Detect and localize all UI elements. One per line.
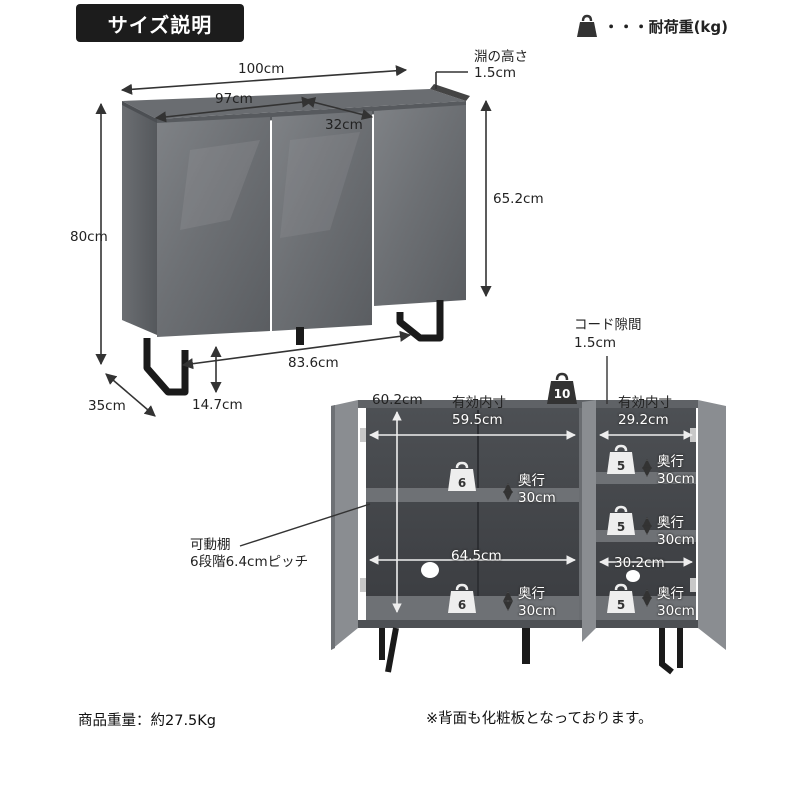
- right-inner-value: 29.2cm: [618, 412, 669, 428]
- depth-value: 30cm: [657, 603, 695, 619]
- depth-title: 奥行: [657, 515, 684, 531]
- shelf-load-value: 6: [457, 476, 467, 490]
- shelf-load-value: 6: [457, 598, 467, 612]
- depth-title: 奥行: [518, 586, 545, 602]
- closed-cabinet: [122, 84, 470, 396]
- dimension-lines-exterior: [239, 356, 652, 611]
- top-load-value: 10: [553, 387, 571, 401]
- back-panel-note: ※背面も化粧板となっております。: [426, 711, 653, 727]
- leg-height-label: 14.7cm: [192, 397, 243, 413]
- depth-title: 奥行: [518, 473, 545, 489]
- left-inner-value: 59.5cm: [452, 412, 503, 428]
- cord-gap-value: 1.5cm: [574, 335, 617, 351]
- product-weight: 商品重量：約27.5Kg: [78, 713, 216, 729]
- width-label: 100cm: [238, 61, 285, 77]
- shelf-load-value: 5: [616, 459, 626, 473]
- right-inner-title: 有効内寸: [618, 395, 672, 411]
- shelf-note-title: 可動棚: [190, 537, 231, 553]
- left-inner-title: 有効内寸: [452, 395, 506, 411]
- section-title: サイズ説明: [76, 4, 244, 42]
- rim-height-value: 1.5cm: [474, 65, 517, 81]
- inner-width-label: 97cm: [215, 91, 253, 107]
- weight-icon: [448, 583, 476, 613]
- depth-label: 35cm: [88, 398, 126, 414]
- dimension-lines-top: [95, 65, 492, 417]
- body-height-label: 65.2cm: [493, 191, 544, 207]
- depth-value: 30cm: [657, 532, 695, 548]
- total-height-label: 80cm: [70, 229, 108, 245]
- weight-icon: [607, 583, 635, 613]
- depth-value: 30cm: [518, 490, 556, 506]
- load-legend: ・・・耐荷重(kg): [576, 14, 728, 38]
- cord-gap-title: コード隙間: [574, 317, 642, 333]
- weight-icon: [448, 461, 476, 491]
- depth-title: 奥行: [657, 454, 684, 470]
- legend-label: ・・・耐荷重(kg): [603, 17, 728, 36]
- shelf-load-value: 5: [616, 520, 626, 534]
- left-outer-width: 60.2cm: [372, 392, 423, 408]
- load-icons: [448, 372, 635, 613]
- weight-icon: [547, 372, 577, 404]
- shelf-note-detail: 6段階6.4cmピッチ: [190, 554, 309, 570]
- weight-icon: [607, 444, 635, 474]
- depth-title: 奥行: [657, 586, 684, 602]
- dimension-lines-interior: [369, 411, 693, 613]
- weight-icon: [576, 14, 598, 38]
- left-lower-width: 64.5cm: [451, 548, 502, 564]
- right-lower-width: 30.2cm: [614, 555, 665, 571]
- rim-height-title: 淵の高さ: [474, 49, 528, 65]
- depth-value: 30cm: [518, 603, 556, 619]
- weight-icon: [607, 505, 635, 535]
- shelf-load-value: 5: [616, 598, 626, 612]
- door-width-label: 32cm: [325, 117, 363, 133]
- leg-span-label: 83.6cm: [288, 355, 339, 371]
- depth-value: 30cm: [657, 471, 695, 487]
